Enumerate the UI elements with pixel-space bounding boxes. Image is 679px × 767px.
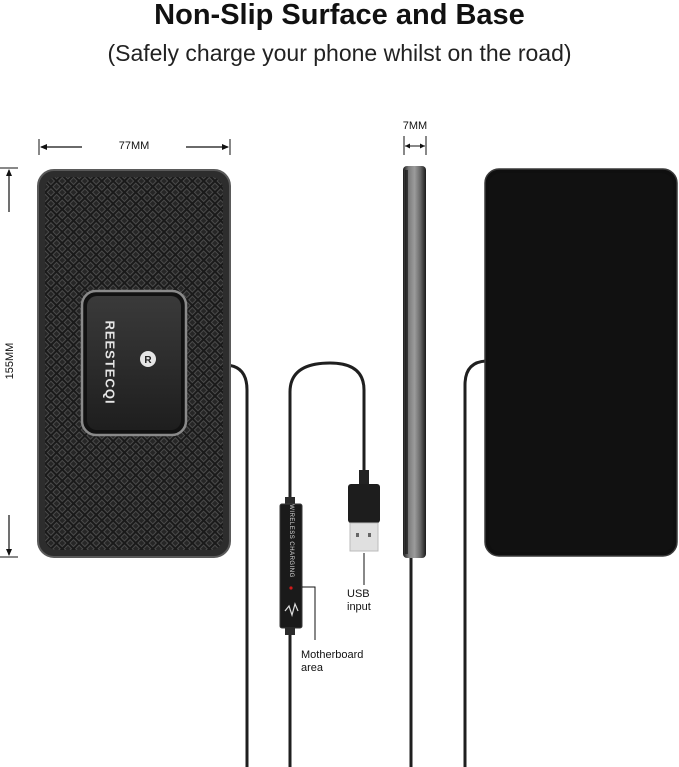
usb-cable (288, 361, 366, 500)
height-label: 155MM (4, 342, 16, 380)
motherboard-label-line2: area (301, 662, 324, 674)
controller-box (279, 497, 303, 635)
motherboard-area-label: Motherboard area (301, 649, 363, 675)
usb-label-line2: input (347, 601, 371, 613)
width-dimension-arrow (38, 139, 231, 155)
charging-pad-back (484, 168, 678, 557)
cable-box-text: WIRELESS CHARGING (288, 504, 294, 578)
usb-input-label: USB input (347, 588, 371, 614)
thickness-dimension-arrow (403, 136, 427, 155)
usb-label-line1: USB (347, 588, 370, 600)
charging-pad-front: R (37, 169, 231, 558)
svg-text:R: R (144, 355, 152, 366)
thickness-label: 7MM (402, 120, 428, 132)
back-cable (463, 359, 487, 767)
height-dimension-arrow (0, 167, 18, 558)
width-label: 77MM (118, 140, 150, 152)
brand-label: REESTECQI (102, 320, 118, 405)
page-subtitle: (Safely charge your phone whilst on the … (107, 40, 572, 66)
indicator-light (289, 586, 293, 590)
motherboard-label-line1: Motherboard (301, 649, 364, 661)
charging-pad-side (403, 166, 426, 558)
usb-plug (348, 470, 380, 552)
motherboard-callout-line (302, 586, 316, 640)
page-title: Non-Slip Surface and Base (154, 0, 525, 31)
brand-logo-icon (140, 351, 156, 367)
pulse-icon (284, 602, 299, 618)
